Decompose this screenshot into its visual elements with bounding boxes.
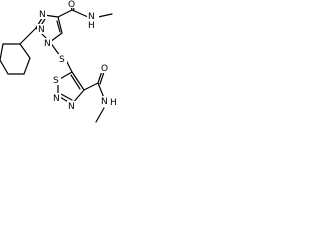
thiadiazole-ring: [57, 71, 85, 105]
bond: [19, 43, 31, 59]
bond: [0, 43, 4, 61]
atom-nh2-n: N: [101, 97, 108, 107]
atom-nh1-n: N: [88, 12, 95, 22]
bond: [83, 82, 99, 91]
bond: [57, 9, 73, 18]
bond: [56, 20, 61, 33]
bond: [60, 93, 73, 101]
lower-amide: [83, 70, 105, 123]
atom-n3: N: [44, 39, 51, 49]
bond: [57, 16, 63, 34]
bond: [0, 59, 9, 75]
chemical-structure: N N N O N H S S N N O N H: [0, 0, 119, 123]
atom-labels: N N N O N H S S N N O N H: [37, 0, 119, 112]
bond: [99, 71, 105, 85]
atom-n1: N: [38, 25, 45, 35]
bond: [97, 13, 113, 18]
bond: [19, 27, 37, 45]
atom-o1: O: [68, 0, 75, 10]
bond: [71, 71, 85, 91]
atom-s-bridge: S: [59, 55, 65, 65]
bond: [71, 9, 89, 18]
bond: [95, 107, 105, 123]
bond: [70, 74, 81, 90]
atom-n2: N: [39, 10, 46, 20]
upper-amide: [57, 1, 113, 18]
atom-o2: O: [101, 64, 108, 74]
bond: [97, 82, 105, 99]
cyclohexyl-ring: [0, 27, 37, 75]
atom-n5: N: [68, 102, 75, 112]
atom-s-ring: S: [53, 76, 59, 86]
atom-nh2-h: H: [110, 98, 117, 108]
bond: [23, 57, 31, 75]
atom-nh1-h: H: [88, 21, 95, 31]
atom-n4: N: [53, 94, 60, 104]
